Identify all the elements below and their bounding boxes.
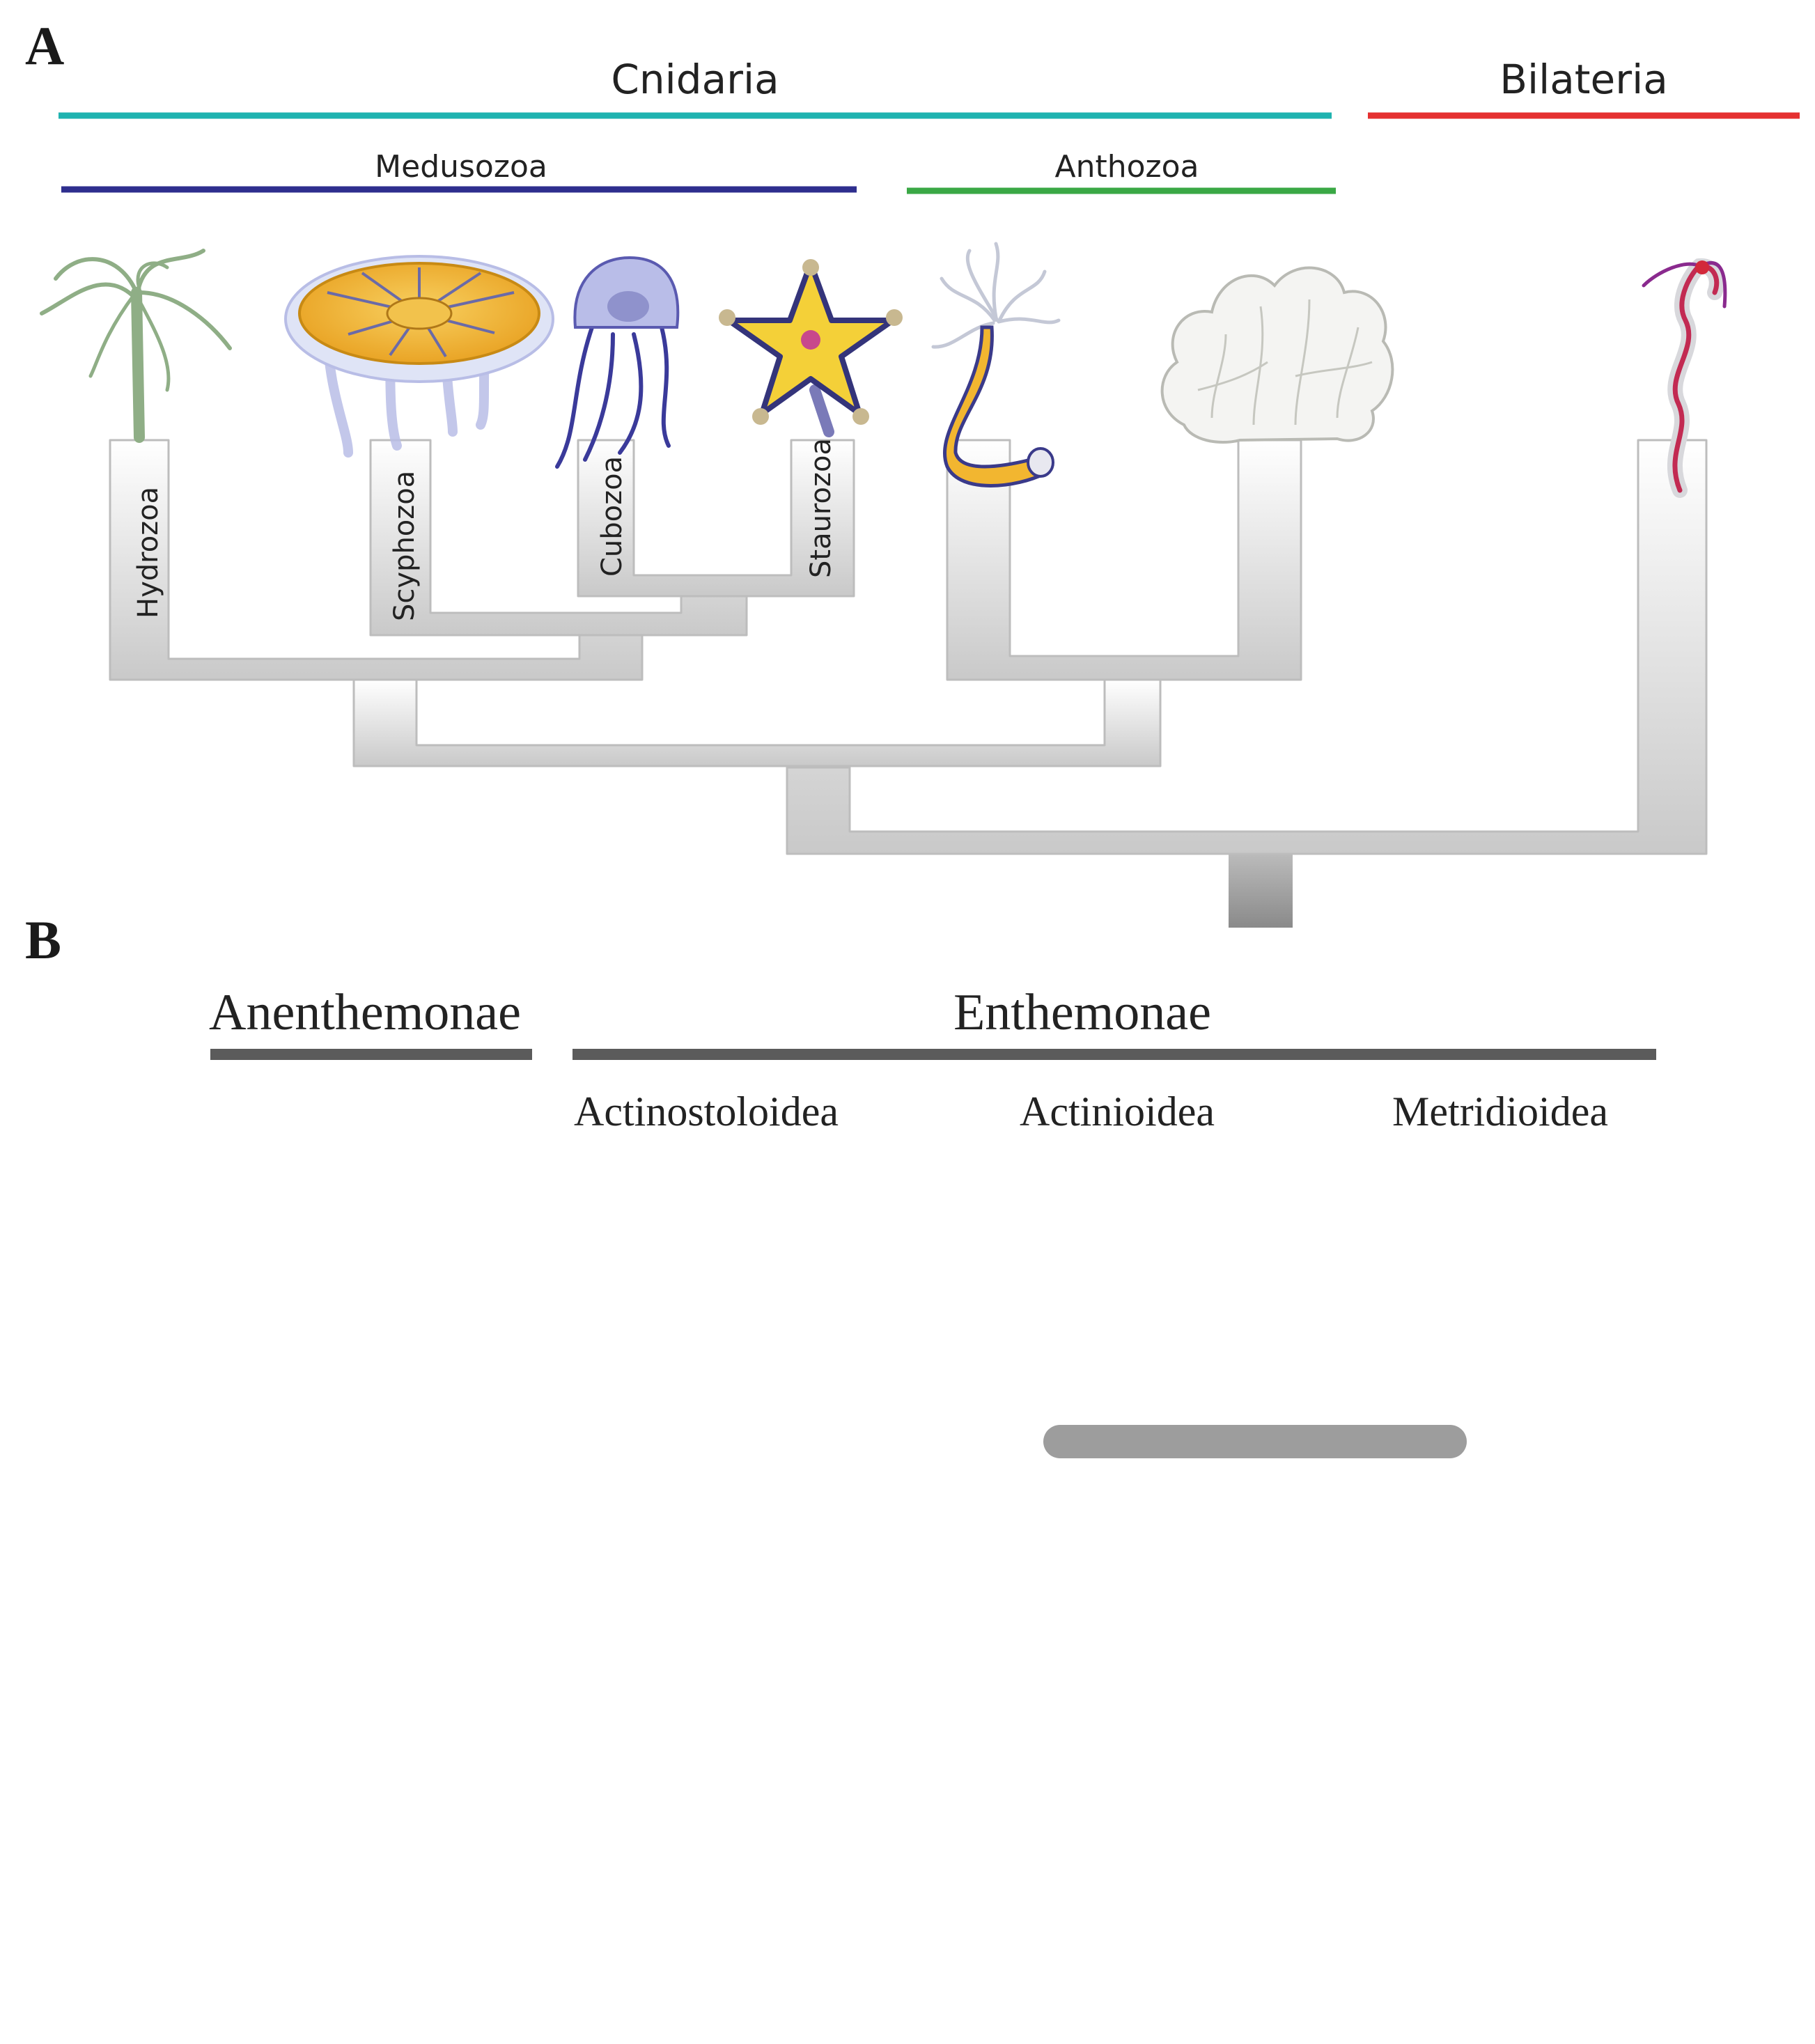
node-cubozoa-staurozoa xyxy=(577,439,855,598)
medusozoa-label: Medusozoa xyxy=(375,149,547,185)
node-scyphozoa xyxy=(369,439,748,637)
scyphozoa-medusa-illustration xyxy=(284,255,554,458)
enthemonae-label: Enthemonae xyxy=(953,984,1211,1041)
staurozoa-stalked-jelly-illustration xyxy=(719,259,903,437)
cubozoa-box-jelly-illustration xyxy=(555,256,680,469)
node-cnidaria-bilateria xyxy=(786,439,1708,855)
sea-anemone-illustration xyxy=(931,242,1061,487)
actinioidea-label: Actinioidea xyxy=(1020,1089,1215,1134)
panel-a-letter: A xyxy=(25,15,64,76)
bilateria-label: Bilateria xyxy=(1499,56,1668,103)
panel-a-tree xyxy=(109,439,1708,928)
staurozoa-label: Staurozoa xyxy=(805,438,837,578)
scyphozoa-label: Scyphozoa xyxy=(389,471,421,621)
anthozoa-label: Anthozoa xyxy=(1054,149,1199,185)
root-stem xyxy=(1229,851,1293,928)
cubozoa-label: Cubozoa xyxy=(596,456,628,577)
anenthemonae-label: Anenthemonae xyxy=(209,984,521,1041)
coral-illustration xyxy=(1160,266,1394,444)
hydrozoa-label: Hydrozoa xyxy=(132,487,164,618)
metridioidea-label: Metridioidea xyxy=(1392,1089,1608,1134)
cnidaria-label: Cnidaria xyxy=(611,56,779,103)
hydra-illustration xyxy=(40,249,232,443)
panel-b-tree xyxy=(315,1170,1467,2039)
actinostoloidea-label: Actinostoloidea xyxy=(574,1089,839,1134)
node-medusozoa-anthozoa xyxy=(352,678,1162,767)
panel-b-letter: B xyxy=(25,910,61,970)
bilaterian-worm-illustration xyxy=(1642,258,1727,498)
